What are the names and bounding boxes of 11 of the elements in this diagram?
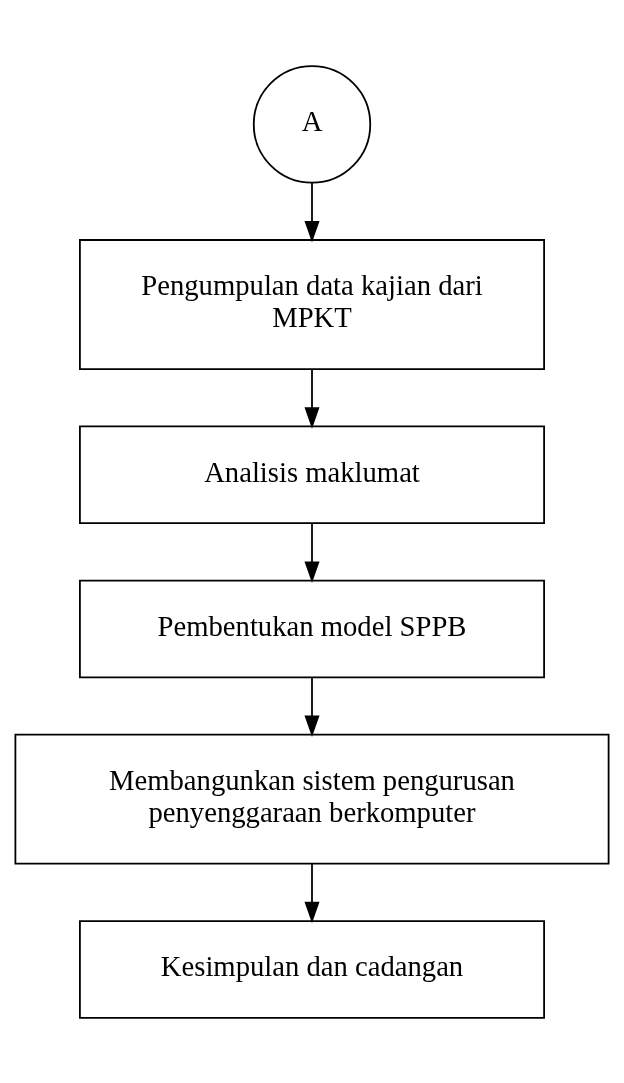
node-box: Kesimpulan dan cadangan (79, 919, 545, 1019)
node-box: Membangunkan sistem pengurusan penyenggaraan berkomputer (14, 733, 610, 865)
node-box: Analisis maklumat (79, 425, 545, 524)
arrow (304, 862, 320, 923)
node-circle: A (252, 64, 372, 184)
arrow (304, 522, 320, 583)
arrow (304, 676, 320, 737)
node-box: Pengumpulan data kajian dari MPKT (79, 238, 545, 370)
arrow (304, 367, 320, 429)
arrow (304, 181, 320, 243)
node-box: Pembentukan model SPPB (79, 579, 545, 678)
